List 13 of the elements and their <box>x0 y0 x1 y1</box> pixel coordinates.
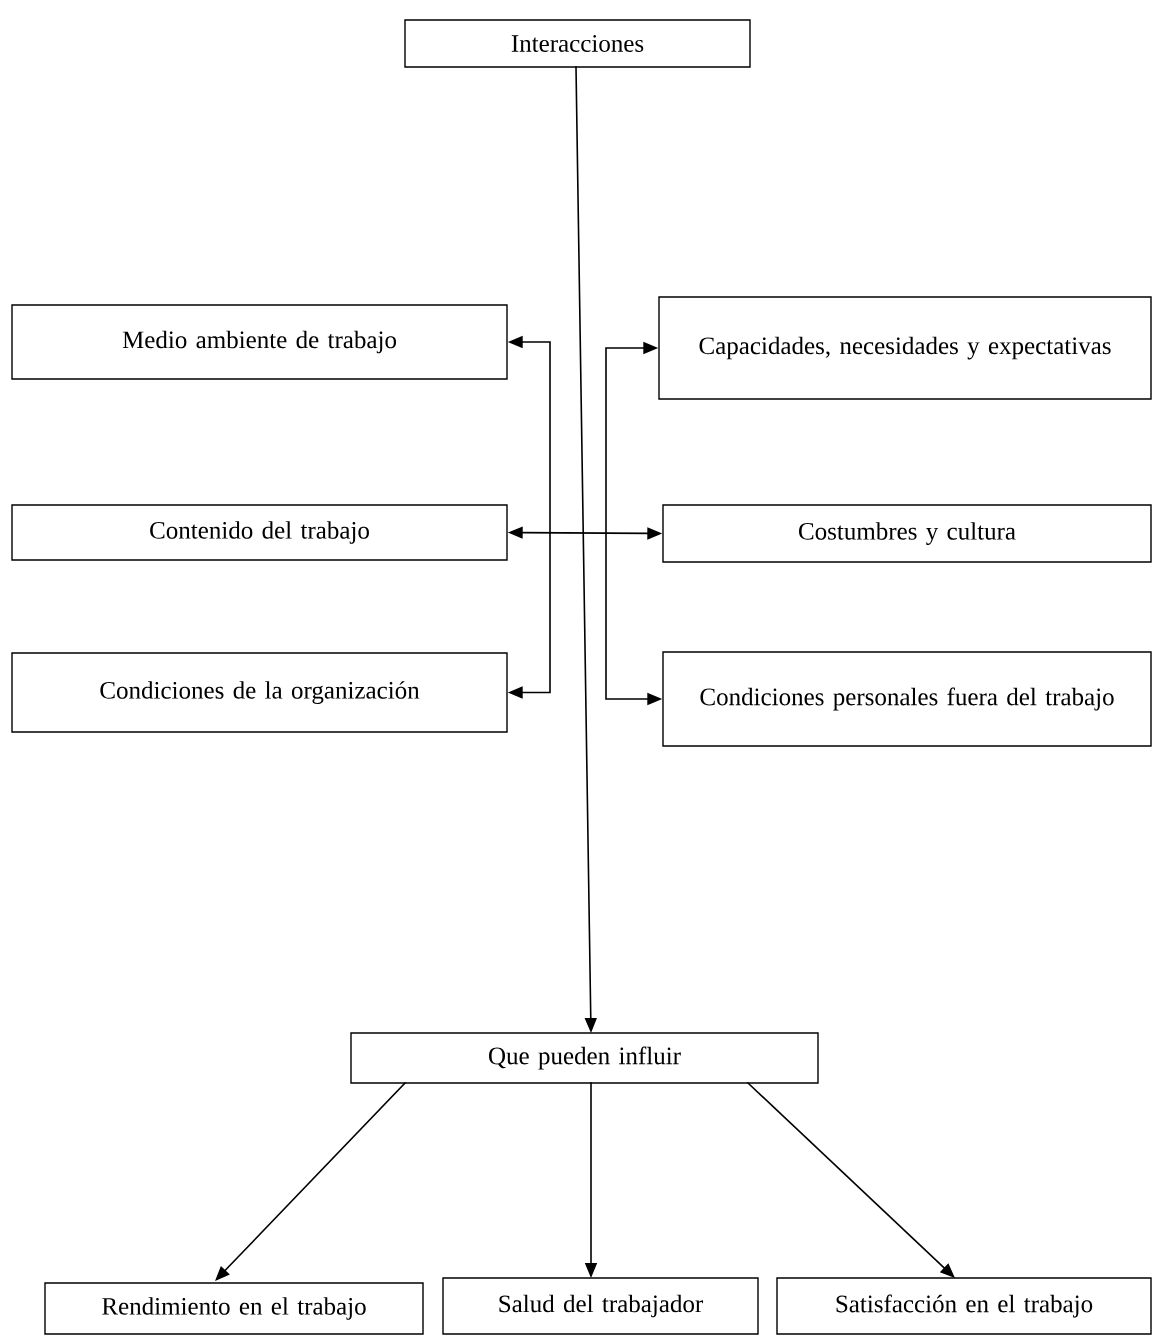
text-box: Interacciones <box>404 19 751 68</box>
text-box: Rendimiento en el trabajo <box>44 1282 424 1335</box>
text-box: Costumbres y cultura <box>662 504 1152 563</box>
text-box: Condiciones personales fuera del trabajo <box>662 651 1152 747</box>
arrow <box>215 1082 406 1281</box>
text-box: Condiciones de la organización <box>11 652 508 733</box>
text-box: Que pueden influir <box>350 1032 819 1084</box>
text-box: Satisfacción en el trabajo <box>776 1277 1152 1335</box>
text-box: Contenido del trabajo <box>11 504 508 561</box>
arrow <box>747 1082 955 1278</box>
text-box: Salud del trabajador <box>442 1277 759 1335</box>
text-box: Capacidades, necesidades y expectativas <box>658 296 1152 400</box>
text-box: Medio ambiente de trabajo <box>11 304 508 380</box>
